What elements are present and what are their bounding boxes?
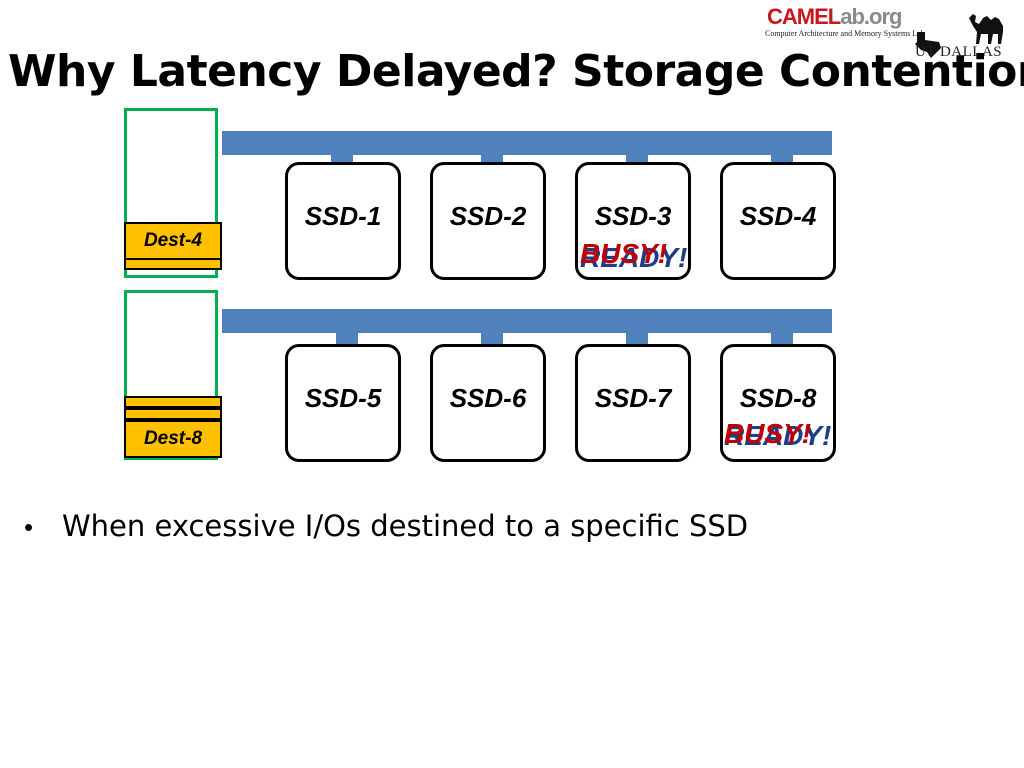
- university-name: UT DALLAS: [915, 44, 1003, 60]
- ssd-6-box: SSD-6: [430, 344, 546, 462]
- logo-wordmark-gray: ab.org: [840, 4, 902, 29]
- bus-connector: [336, 332, 358, 344]
- dest-request-box: Dest-4: [124, 222, 222, 260]
- ssd-label: SSD-4: [739, 201, 817, 231]
- ssd-3-box: SSD-3: [575, 162, 691, 280]
- ssd-label: SSD-3: [594, 201, 672, 231]
- bus-connector: [626, 332, 648, 344]
- logo-wordmark: CAMELab.org: [767, 4, 902, 30]
- bullet-marker: •: [24, 512, 34, 542]
- logo-wordmark-red: CAMEL: [767, 4, 841, 29]
- ssd-8-busy-status: BUSY!: [724, 418, 812, 449]
- ssd-label: SSD-5: [304, 383, 382, 413]
- ssd-3-ready-status: READY!: [580, 242, 688, 273]
- camel-icon: [969, 14, 1003, 44]
- bus-connector: [771, 332, 793, 344]
- ssd-3-busy-status: BUSY!: [580, 238, 668, 269]
- io-bus-2: [222, 309, 832, 333]
- ssd-2-box: SSD-2: [430, 162, 546, 280]
- ssd-8-ready-status: READY!: [724, 420, 832, 451]
- queued-request-bar: [124, 396, 222, 408]
- ssd-8-box: SSD-8: [720, 344, 836, 462]
- ssd-label: SSD-8: [739, 383, 817, 413]
- ssd-5-box: SSD-5: [285, 344, 401, 462]
- ssd-label: SSD-7: [594, 383, 672, 413]
- texas-map-icon: [915, 32, 941, 58]
- io-bus-1: [222, 131, 832, 155]
- dest-request-box: Dest-8: [124, 420, 222, 458]
- ssd-label: SSD-6: [449, 383, 527, 413]
- ssd-7-box: SSD-7: [575, 344, 691, 462]
- lab-name: Computer Architecture and Memory Systems…: [765, 29, 925, 38]
- slide-title: Why Latency Delayed? Storage Contention: [8, 46, 1024, 97]
- ssd-label: SSD-1: [304, 201, 382, 231]
- ssd-label: SSD-2: [449, 201, 527, 231]
- ssd-1-box: SSD-1: [285, 162, 401, 280]
- bullet-text: When excessive I/Os destined to a specif…: [62, 509, 749, 543]
- queued-request-bar: [124, 408, 222, 420]
- camel-lab-logo: CAMELab.org Computer Architecture and Me…: [765, 4, 1024, 66]
- ssd-4-box: SSD-4: [720, 162, 836, 280]
- bus-connector: [481, 332, 503, 344]
